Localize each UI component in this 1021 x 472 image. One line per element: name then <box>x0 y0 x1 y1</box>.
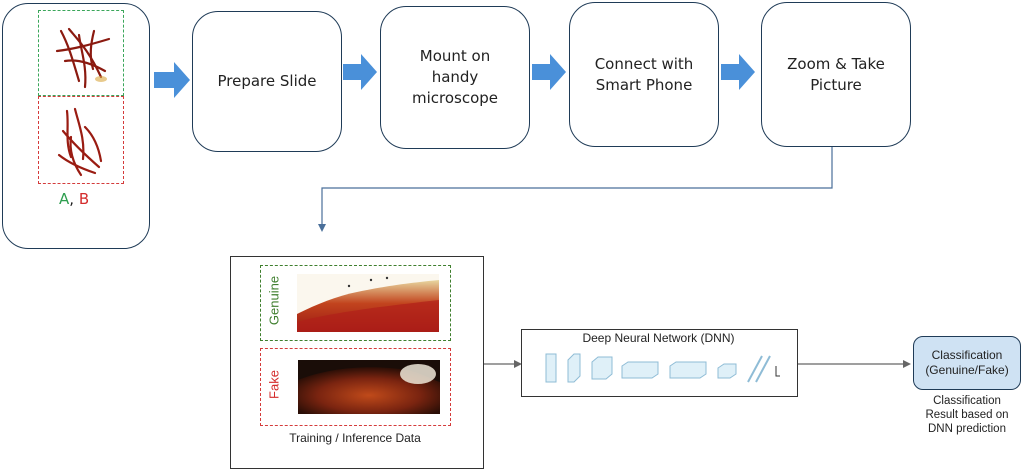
genuine-label: Genuine <box>266 275 282 326</box>
dnn-dense-layer-1 <box>747 355 763 383</box>
step-label: Prepare Slide <box>217 72 317 90</box>
arrow-1 <box>154 62 190 98</box>
step-mount-microscope: Mount on handy microscope <box>380 6 530 149</box>
dnn-conv-layer-1 <box>567 353 581 383</box>
saffron-b-image <box>57 107 103 177</box>
arrow-to-classification <box>903 360 911 368</box>
dnn-output-node <box>775 366 780 377</box>
sample-label-a: A <box>59 190 70 208</box>
data-panel <box>230 256 484 469</box>
sample-b-frame <box>38 96 124 184</box>
step-zoom-picture: Zoom & Take Picture <box>761 2 911 147</box>
step-prepare-slide: Prepare Slide <box>192 11 342 152</box>
genuine-microscope-image <box>297 274 439 332</box>
sample-labels: A, B <box>59 190 89 208</box>
dnn-dense-layer-2 <box>755 355 771 383</box>
connector-arrowhead <box>318 224 326 232</box>
saffron-a-image <box>55 27 111 89</box>
arrow-4 <box>721 54 755 90</box>
fake-frame <box>260 348 451 426</box>
sample-label-separator: , <box>69 190 75 208</box>
arrow-3 <box>532 54 566 90</box>
step-connect-phone: Connect with Smart Phone <box>569 2 719 147</box>
sample-label-b: B <box>78 190 90 208</box>
step-label: Connect with Smart Phone <box>594 54 694 94</box>
classification-label: Classification (Genuine/Fake) <box>925 348 1009 377</box>
genuine-frame <box>260 265 451 341</box>
dnn-conv-layer-4 <box>669 361 707 379</box>
data-panel-caption: Training / Inference Data <box>289 431 421 445</box>
sample-box <box>2 3 150 249</box>
dnn-panel <box>521 329 798 397</box>
dnn-input-layer <box>545 353 557 383</box>
step-label: Zoom & Take Picture <box>787 54 885 94</box>
arrow-to-dnn <box>514 360 522 368</box>
classification-result-text: Classification Result based on DNN predi… <box>925 395 1009 435</box>
dnn-title: Deep Neural Network (DNN) <box>582 331 735 345</box>
fake-label: Fake <box>266 370 282 399</box>
arrow-2 <box>343 54 377 90</box>
dnn-architecture-diagram <box>545 353 780 383</box>
connector-line <box>321 147 833 226</box>
step-label: Mount on handy microscope <box>411 47 499 107</box>
classification-box: Classification (Genuine/Fake) <box>913 336 1021 390</box>
dnn-pool-layer <box>717 363 737 379</box>
dnn-conv-layer-2 <box>591 356 613 380</box>
sample-a-frame <box>38 10 124 96</box>
fake-microscope-image <box>298 360 440 414</box>
dnn-conv-layer-3 <box>621 361 659 379</box>
